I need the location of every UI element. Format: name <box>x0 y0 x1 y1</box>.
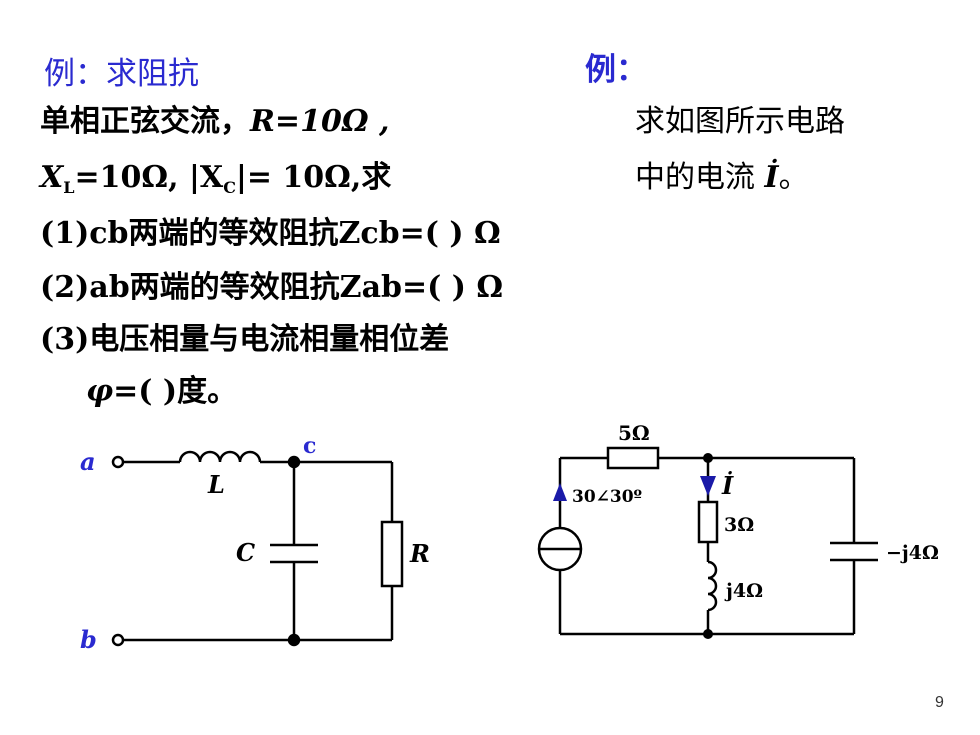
current-symbol: İ <box>764 160 779 195</box>
question-1: (1)cb两端的等效阻抗Zcb=( ) Ω <box>40 216 501 251</box>
label-b: b <box>80 625 97 654</box>
circuit-1 <box>111 450 404 647</box>
xc-subscript: C <box>223 178 236 197</box>
right-title: 例： <box>585 52 647 88</box>
xc-value: |= 10Ω,求 <box>235 160 392 195</box>
right-line-2: 中的电流 İ。 <box>635 152 809 196</box>
resistor-r <box>380 520 404 588</box>
page-number: 9 <box>935 694 944 711</box>
circuit-2 <box>537 446 878 636</box>
left-title: 例：求阻抗 <box>44 56 199 92</box>
label-5ohm: 5Ω <box>618 421 650 445</box>
label-a: a <box>80 447 96 476</box>
xl-subscript: L <box>63 178 75 197</box>
left-line-1-r: R=10Ω , <box>250 104 390 139</box>
left-line-1: 单相正弦交流，R=10Ω , <box>40 96 389 140</box>
right-line-2-text: 中的电流 <box>635 160 755 195</box>
label-j4ohm: j4Ω <box>724 580 763 602</box>
resistor-5 <box>606 446 660 470</box>
inductor-j4 <box>707 560 718 612</box>
label-3ohm: 3Ω <box>724 514 754 536</box>
label-l: L <box>207 470 225 499</box>
phi-symbol: φ <box>86 374 114 409</box>
label-current: İ <box>721 471 734 500</box>
current-arrow-icon <box>700 476 716 496</box>
xl-value: =10Ω, |X <box>74 160 224 195</box>
question-3-phi: φ=( )度。 <box>86 366 237 410</box>
question-3: (3)电压相量与电流相量相位差 <box>40 322 450 357</box>
node-top <box>703 453 713 463</box>
phi-text: =( )度。 <box>113 374 238 409</box>
source-arrow-icon <box>553 483 567 501</box>
right-line-1: 求如图所示电路 <box>635 104 845 139</box>
label-neg-j4ohm: −j4Ω <box>886 542 939 564</box>
right-line-2-end: 。 <box>778 160 809 195</box>
label-c: c <box>303 433 316 459</box>
label-cap: C <box>236 538 255 567</box>
question-2: (2)ab两端的等效阻抗Zab=( ) Ω <box>40 270 504 305</box>
inductor-l <box>178 450 262 463</box>
node-bottom-2 <box>703 629 713 639</box>
label-source: 30∠30º <box>572 487 642 507</box>
left-line-1-text: 单相正弦交流， <box>40 104 250 139</box>
terminal-a <box>111 455 125 469</box>
node-bottom <box>287 633 301 647</box>
terminal-b <box>111 633 125 647</box>
label-r: R <box>409 539 430 568</box>
resistor-3 <box>697 500 719 544</box>
xl-symbol: X <box>40 160 64 195</box>
left-line-2: XL=10Ω, |XC|= 10Ω,求 <box>40 152 391 197</box>
